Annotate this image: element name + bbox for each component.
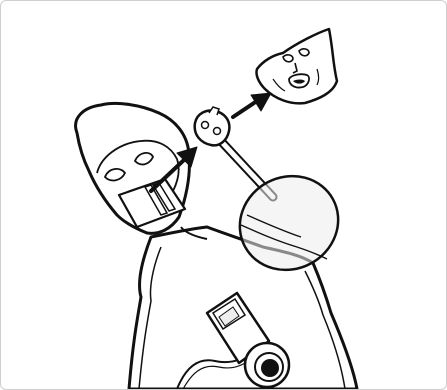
- face-mask: [256, 29, 337, 103]
- arrow-connector-to-mask: [233, 93, 271, 117]
- airway-piece: [195, 107, 230, 145]
- mask-left-eye: [283, 55, 293, 62]
- mask-right-eye: [299, 49, 309, 56]
